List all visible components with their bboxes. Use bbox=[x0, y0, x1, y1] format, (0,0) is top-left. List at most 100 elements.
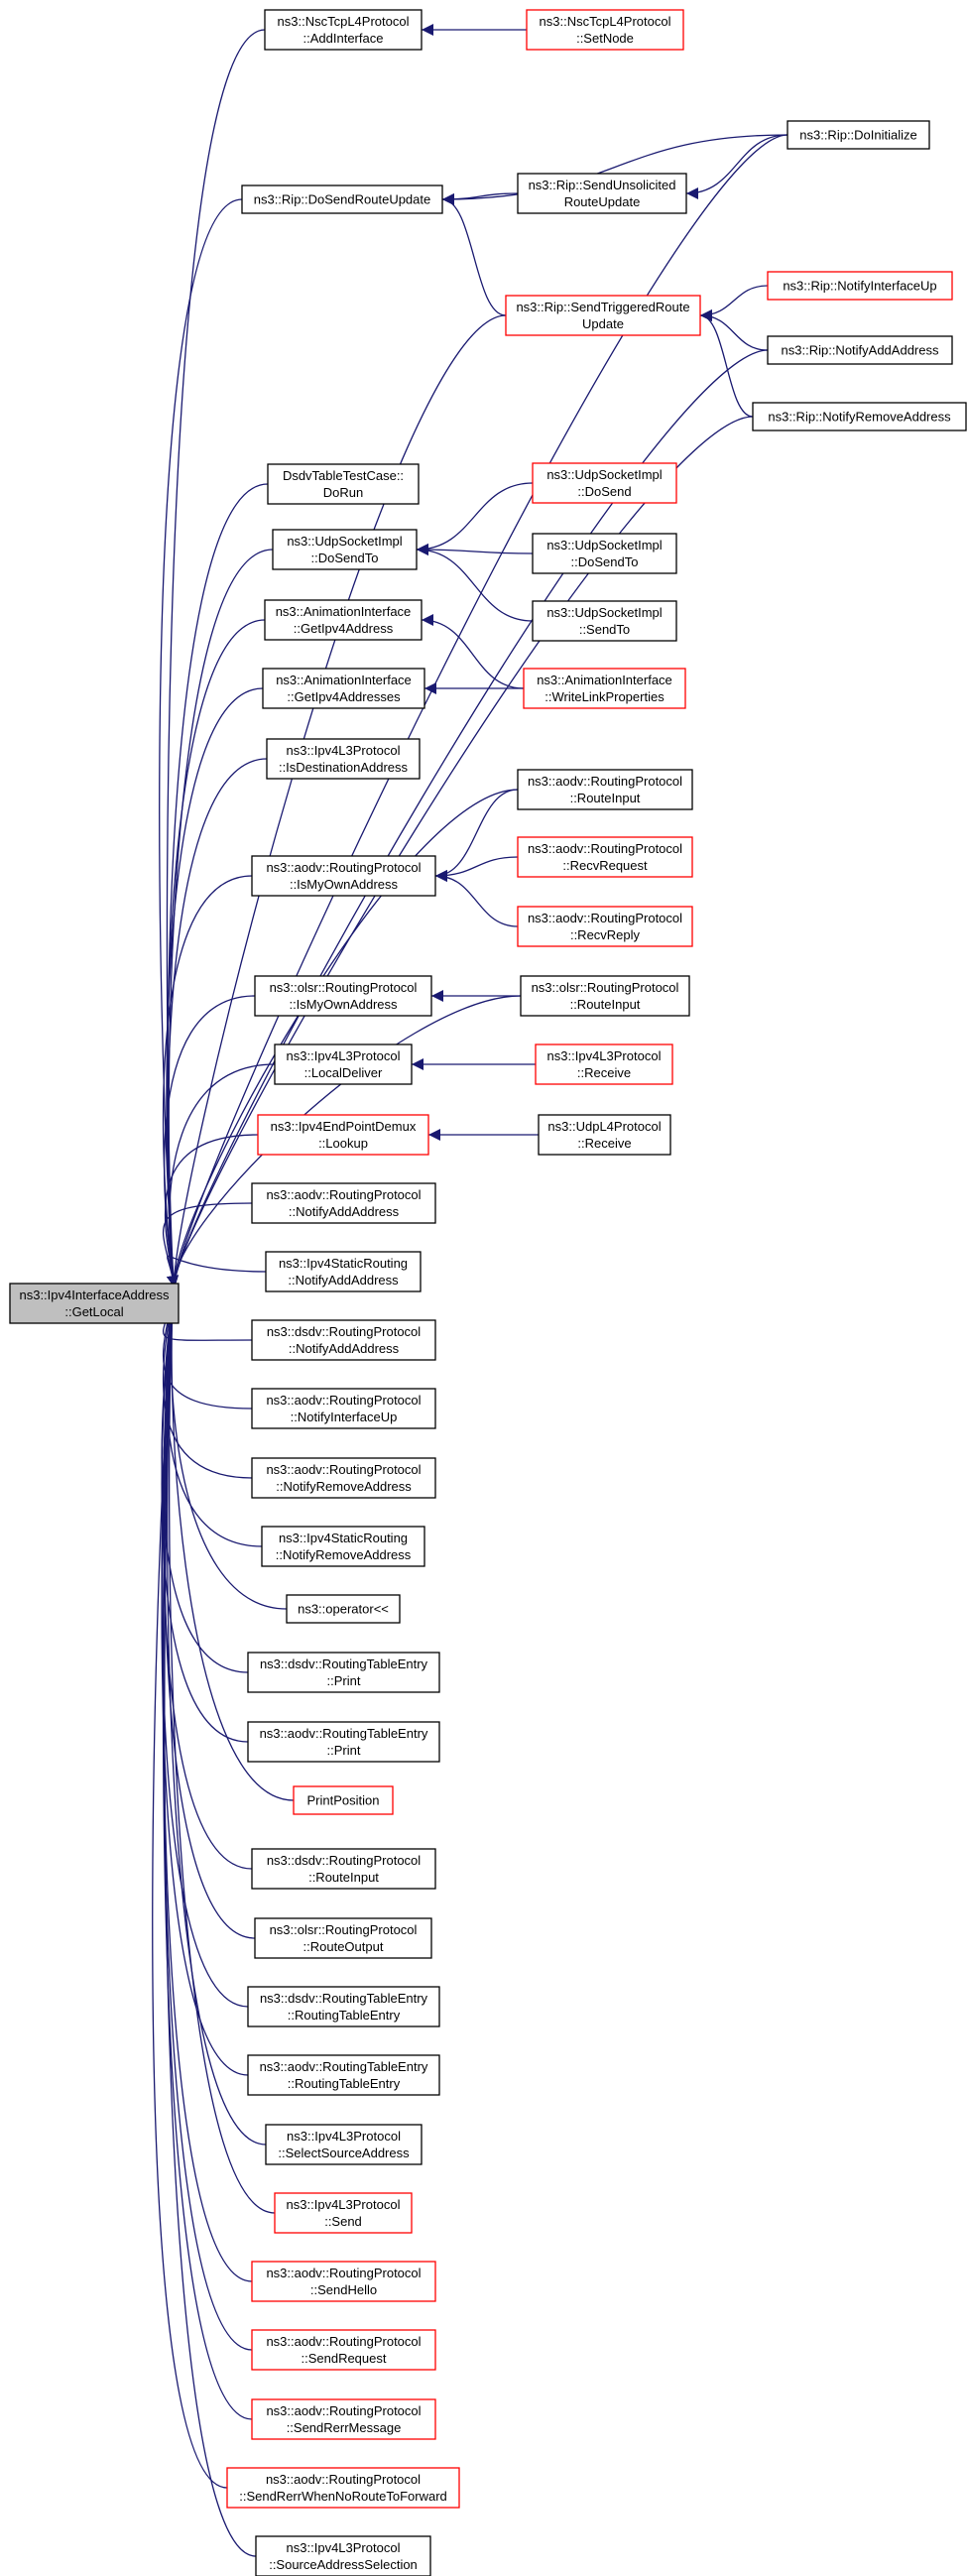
node-box bbox=[251, 1388, 436, 1429]
node-ns3-aodv-routingprotocol-sendrequest[interactable]: ns3::aodv::RoutingProtocol::SendRequest bbox=[251, 2329, 436, 2371]
node-ns3-udpsocketimpl-dosendto[interactable]: ns3::UdpSocketImpl::DoSendTo bbox=[272, 529, 418, 570]
node-ns3-aodv-routingtableentry-print[interactable]: ns3::aodv::RoutingTableEntry::Print bbox=[247, 1721, 440, 1763]
node-ns3-ipv4l3protocol-receive[interactable]: ns3::Ipv4L3Protocol::Receive bbox=[535, 1043, 673, 1085]
node-ns3-aodv-routingtableentry-routingtableentry[interactable]: ns3::aodv::RoutingTableEntry::RoutingTab… bbox=[247, 2054, 440, 2096]
node-ns3-olsr-routingprotocol-routeinput[interactable]: ns3::olsr::RoutingProtocol::RouteInput bbox=[520, 975, 690, 1017]
node-ns3-ipv4l3protocol-localdeliver[interactable]: ns3::Ipv4L3Protocol::LocalDeliver bbox=[274, 1043, 413, 1085]
node-ns3-ipv4interfaceaddress-getlocal[interactable]: ns3::Ipv4InterfaceAddress::GetLocal bbox=[9, 1283, 180, 1324]
node-label-line: ns3::dsdv::RoutingTableEntry bbox=[260, 1656, 428, 1671]
node-label-line: ns3::olsr::RoutingProtocol bbox=[270, 980, 418, 995]
node-label-line: ns3::Rip::NotifyInterfaceUp bbox=[783, 279, 936, 294]
node-box bbox=[767, 335, 953, 365]
node-ns3-animationinterface-getipv4address[interactable]: ns3::AnimationInterface::GetIpv4Address bbox=[264, 599, 423, 641]
node-ns3-olsr-routingprotocol-ismyownaddress[interactable]: ns3::olsr::RoutingProtocol::IsMyOwnAddre… bbox=[254, 975, 432, 1017]
edge-anim_wlp-to-anim_get4 bbox=[421, 614, 525, 689]
node-ns3-aodv-routingprotocol-ismyownaddress[interactable]: ns3::aodv::RoutingProtocol::IsMyOwnAddre… bbox=[251, 855, 436, 897]
node-ns3-aodv-routingprotocol-notifyremoveaddress[interactable]: ns3::aodv::RoutingProtocol::NotifyRemove… bbox=[251, 1457, 436, 1499]
node-label-line: ns3::dsdv::RoutingTableEntry bbox=[260, 1991, 428, 2006]
node-box bbox=[752, 402, 967, 431]
node-box bbox=[265, 2124, 423, 2165]
node-label-line: ns3::Rip::DoSendRouteUpdate bbox=[254, 192, 431, 207]
node-box bbox=[293, 1785, 394, 1815]
node-ns3-animationinterface-writelinkproperties[interactable]: ns3::AnimationInterface::WriteLinkProper… bbox=[523, 668, 686, 709]
node-label-line: ns3::aodv::RoutingTableEntry bbox=[260, 2059, 428, 2074]
edge-ipv4l3_sas-to-root bbox=[164, 1287, 257, 2557]
node-label-line: ns3::aodv::RoutingProtocol bbox=[528, 911, 682, 925]
node-box bbox=[523, 668, 686, 709]
node-label-line: ns3::aodv::RoutingProtocol bbox=[266, 2266, 421, 2280]
node-box bbox=[532, 600, 677, 642]
node-ns3-rip-doinitialize[interactable]: ns3::Rip::DoInitialize bbox=[786, 120, 930, 150]
node-box bbox=[274, 1043, 413, 1085]
node-label-line: ::Send bbox=[324, 2214, 362, 2229]
node-label-line: ::IsDestinationAddress bbox=[279, 760, 409, 775]
edge-stat_nrem-to-root bbox=[166, 1287, 263, 1547]
node-ns3-rip-notifyinterfaceup[interactable]: ns3::Rip::NotifyInterfaceUp bbox=[767, 271, 953, 301]
node-label-line: ::SelectSourceAddress bbox=[278, 2146, 410, 2160]
node-ns3-ipv4l3protocol-send[interactable]: ns3::Ipv4L3Protocol::Send bbox=[274, 2192, 413, 2234]
node-ns3-ipv4staticrouting-notifyremoveaddress[interactable]: ns3::Ipv4StaticRouting::NotifyRemoveAddr… bbox=[261, 1526, 425, 1567]
node-ns3-dsdv-routingprotocol-notifyaddaddress[interactable]: ns3::dsdv::RoutingProtocol::NotifyAddAdd… bbox=[251, 1319, 436, 1361]
node-ns3-rip-dosendrouteupdate[interactable]: ns3::Rip::DoSendRouteUpdate bbox=[241, 184, 443, 214]
node-ns3-rip-notifyaddaddress[interactable]: ns3::Rip::NotifyAddAddress bbox=[767, 335, 953, 365]
node-label-line: ::SendHello bbox=[310, 2282, 377, 2297]
node-ns3-rip-notifyremoveaddress[interactable]: ns3::Rip::NotifyRemoveAddress bbox=[752, 402, 967, 431]
node-ns3-udpsocketimpl-dosendto[interactable]: ns3::UdpSocketImpl::DoSendTo bbox=[532, 533, 677, 574]
node-box bbox=[532, 462, 677, 504]
node-box bbox=[254, 975, 432, 1017]
node-box bbox=[520, 975, 690, 1017]
node-label-line: ::GetIpv4Addresses bbox=[287, 689, 401, 704]
node-ns3-aodv-routingprotocol-sendhello[interactable]: ns3::aodv::RoutingProtocol::SendHello bbox=[251, 2261, 436, 2302]
node-ns3-udpl4protocol-receive[interactable]: ns3::UdpL4Protocol::Receive bbox=[538, 1114, 671, 1156]
edge-udp_sendto-to-udp_dosendto bbox=[416, 544, 534, 622]
node-ns3-dsdv-routingtableentry-print[interactable]: ns3::dsdv::RoutingTableEntry::Print bbox=[247, 1652, 440, 1693]
node-ns3-nsctcpl4protocol-addinterface[interactable]: ns3::NscTcpL4Protocol::AddInterface bbox=[264, 9, 423, 51]
node-ns3-aodv-routingprotocol-notifyinterfaceup[interactable]: ns3::aodv::RoutingProtocol::NotifyInterf… bbox=[251, 1388, 436, 1429]
node-ns3-operator[interactable]: ns3::operator<< bbox=[286, 1594, 401, 1624]
node-ns3-ipv4staticrouting-notifyaddaddress[interactable]: ns3::Ipv4StaticRouting::NotifyAddAddress bbox=[265, 1251, 422, 1292]
node-ns3-aodv-routingprotocol-sendrerrmessage[interactable]: ns3::aodv::RoutingProtocol::SendRerrMess… bbox=[251, 2398, 436, 2440]
node-box bbox=[251, 1319, 436, 1361]
node-box bbox=[247, 1652, 440, 1693]
node-ns3-ipv4l3protocol-selectsourceaddress[interactable]: ns3::Ipv4L3Protocol::SelectSourceAddress bbox=[265, 2124, 423, 2165]
node-box bbox=[274, 2192, 413, 2234]
node-ns3-olsr-routingprotocol-routeoutput[interactable]: ns3::olsr::RoutingProtocol::RouteOutput bbox=[254, 1917, 432, 1959]
node-printposition[interactable]: PrintPosition bbox=[293, 1785, 394, 1815]
node-box bbox=[226, 2467, 460, 2509]
node-ns3-dsdv-routingtableentry-routingtableentry[interactable]: ns3::dsdv::RoutingTableEntry::RoutingTab… bbox=[247, 1986, 440, 2027]
node-ns3-udpsocketimpl-sendto[interactable]: ns3::UdpSocketImpl::SendTo bbox=[532, 600, 677, 642]
node-box bbox=[286, 1594, 401, 1624]
node-ns3-aodv-routingprotocol-recvreply[interactable]: ns3::aodv::RoutingProtocol::RecvReply bbox=[517, 906, 693, 947]
node-label-line: ::IsMyOwnAddress bbox=[290, 877, 399, 892]
node-dsdvtabletestcase-dorun[interactable]: DsdvTableTestCase::DoRun bbox=[267, 463, 420, 505]
node-label-line: ::RecvReply bbox=[570, 927, 641, 942]
node-label-line: ns3::aodv::RoutingProtocol bbox=[266, 2334, 421, 2349]
node-box bbox=[267, 463, 420, 505]
node-ns3-aodv-routingprotocol-sendrerrwhennoroutetoforward[interactable]: ns3::aodv::RoutingProtocol::SendRerrWhen… bbox=[226, 2467, 460, 2509]
edge-rip_dosend-to-root bbox=[159, 198, 243, 1288]
node-label-line: DoRun bbox=[323, 485, 363, 500]
node-label-line: ns3::Rip::SendUnsolicited bbox=[529, 178, 676, 192]
node-ns3-dsdv-routingprotocol-routeinput[interactable]: ns3::dsdv::RoutingProtocol::RouteInput bbox=[251, 1848, 436, 1890]
node-label-line: ns3::NscTcpL4Protocol bbox=[540, 14, 671, 29]
node-box bbox=[251, 2261, 436, 2302]
node-ns3-udpsocketimpl-dosend[interactable]: ns3::UdpSocketImpl::DoSend bbox=[532, 462, 677, 504]
node-label-line: ::SendTo bbox=[579, 622, 630, 637]
edge-rip_init-to-rip_dosend bbox=[441, 134, 788, 205]
node-ns3-ipv4endpointdemux-lookup[interactable]: ns3::Ipv4EndPointDemux::Lookup bbox=[257, 1114, 429, 1156]
node-layer: ns3::Ipv4InterfaceAddress::GetLocalns3::… bbox=[9, 9, 967, 2576]
node-ns3-nsctcpl4protocol-setnode[interactable]: ns3::NscTcpL4Protocol::SetNode bbox=[526, 9, 684, 51]
edge-aodv_rrep-to-aodv_ismy bbox=[434, 870, 519, 927]
edge-rip_nrem-to-root bbox=[167, 416, 754, 1288]
node-ns3-aodv-routingprotocol-routeinput[interactable]: ns3::aodv::RoutingProtocol::RouteInput bbox=[517, 769, 693, 810]
node-ns3-aodv-routingprotocol-recvrequest[interactable]: ns3::aodv::RoutingProtocol::RecvRequest bbox=[517, 836, 693, 878]
node-ns3-aodv-routingprotocol-notifyaddaddress[interactable]: ns3::aodv::RoutingProtocol::NotifyAddAdd… bbox=[251, 1182, 436, 1224]
node-ns3-ipv4l3protocol-sourceaddressselection[interactable]: ns3::Ipv4L3Protocol::SourceAddressSelect… bbox=[255, 2535, 431, 2576]
node-ns3-ipv4l3protocol-isdestinationaddress[interactable]: ns3::Ipv4L3Protocol::IsDestinationAddres… bbox=[266, 738, 421, 780]
node-ns3-animationinterface-getipv4addresses[interactable]: ns3::AnimationInterface::GetIpv4Addresse… bbox=[262, 668, 425, 709]
edge-aodv_ismy-to-root bbox=[162, 875, 253, 1288]
node-label-line: ns3::UdpL4Protocol bbox=[547, 1119, 661, 1134]
